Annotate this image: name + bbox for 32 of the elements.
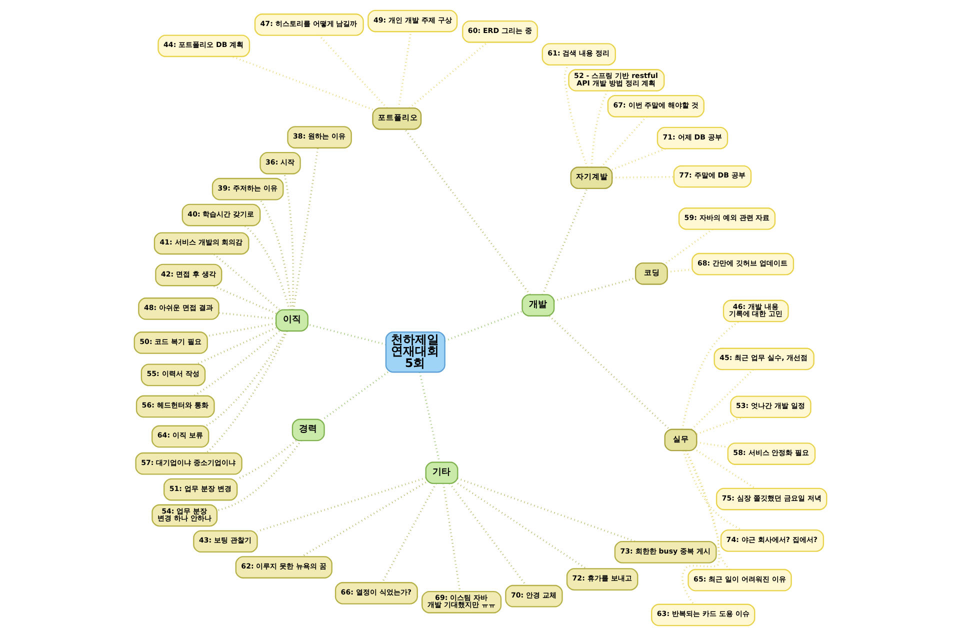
- connector: [548, 315, 670, 430]
- connector: [256, 477, 426, 532]
- connector: [318, 34, 387, 108]
- connector: [696, 416, 742, 435]
- connector: [212, 284, 276, 314]
- connector: [456, 482, 586, 570]
- connector: [442, 484, 460, 592]
- connector: [206, 322, 276, 337]
- connector: [300, 482, 426, 558]
- connector: [195, 326, 276, 366]
- connector: [541, 188, 588, 295]
- connector: [205, 330, 288, 454]
- connector: [380, 483, 436, 583]
- node-box: 개발: [521, 294, 554, 316]
- connector: [696, 450, 756, 490]
- connector: [307, 324, 386, 346]
- connector: [404, 128, 530, 295]
- connector: [231, 56, 372, 110]
- connector: [611, 148, 666, 170]
- node-box: 경력: [291, 418, 324, 442]
- connector: [665, 228, 712, 264]
- connector: [408, 42, 488, 109]
- connector: [204, 330, 286, 427]
- connector: [600, 116, 646, 168]
- connector: [322, 371, 388, 420]
- node-box: 이직: [274, 309, 308, 332]
- node-box: 천하제일 연재대회 5회: [384, 332, 445, 373]
- connector: [216, 440, 302, 512]
- node-box: 기타: [424, 462, 458, 484]
- connector: [690, 369, 754, 430]
- connector: [456, 478, 636, 542]
- connector: [448, 483, 526, 586]
